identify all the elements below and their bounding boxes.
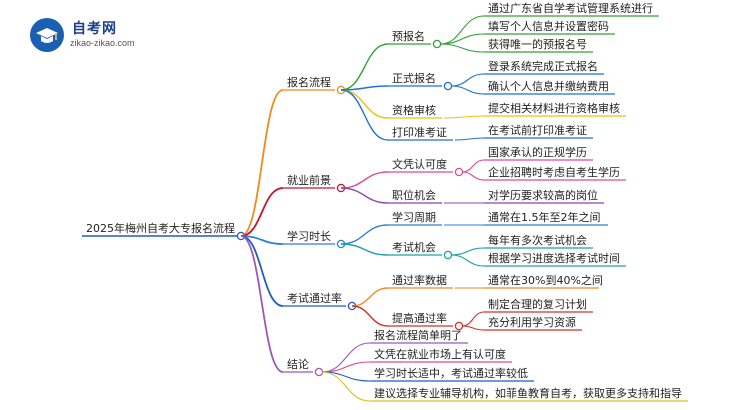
subtopic-3-0: 通过率数据 [392, 273, 447, 287]
leaf-connector-3-1-0 [461, 311, 485, 327]
branch-0: 报名流程 [287, 75, 331, 89]
leaf-connector-1-0-0 [461, 159, 485, 173]
leaf-3-1-0: 制定合理的复习计划 [488, 297, 587, 311]
leaf-connector-0-1-0 [450, 73, 485, 87]
subtopic-2-1: 考试机会 [392, 240, 436, 254]
branch-connector-4 [240, 235, 284, 373]
leaf-2-1-1: 根据学习进度选择考试时间 [488, 251, 620, 265]
subtopic-0-2: 资格审核 [392, 103, 436, 117]
conclusion-leaf-1: 文凭在就业市场上有认可度 [374, 347, 506, 361]
leaf-1-1-0: 对学历要求较高的岗位 [488, 188, 598, 202]
conclusion-leaf-3: 建议选择专业辅导机构，如菲鱼教育自考，获取更多支持和指导 [374, 386, 682, 400]
conclusion-connector-0 [321, 342, 371, 373]
leaf-0-2-0: 提交相关材料进行资格审核 [488, 101, 620, 115]
subtopic-dot-1-0 [454, 167, 464, 177]
conclusion-connector-3 [321, 371, 371, 402]
leaf-connector-0-3-0 [454, 137, 485, 141]
subtopic-dot-0-1 [443, 81, 453, 91]
leaf-0-0-0: 通过广东省自学考试管理系统进行 [488, 1, 653, 15]
leaf-0-1-1: 确认个人信息并缴纳费用 [488, 79, 609, 93]
logo-title: 自考网 [72, 20, 117, 36]
leaf-3-0-0: 通常在30%到40%之间 [488, 273, 603, 287]
branch-connector-1 [240, 187, 284, 237]
subtopic-0-1: 正式报名 [392, 71, 436, 85]
branch-2: 学习时长 [287, 229, 331, 243]
branch-connector-0 [240, 89, 284, 237]
leaf-connector-3-1-1 [461, 325, 485, 331]
leaf-1-0-0: 国家承认的正规学历 [488, 145, 587, 159]
sub-connector-0-0 [340, 43, 389, 91]
leaf-connector-1-0-1 [461, 171, 485, 181]
sub-connector-2-1 [340, 243, 389, 256]
subtopic-1-1: 职位机会 [392, 188, 436, 202]
subtopic-1-0: 文凭认可度 [392, 157, 447, 171]
leaf-2-1-0: 每年有多次考试机会 [488, 233, 587, 247]
subtopic-dot-0-0 [432, 39, 442, 49]
subtopic-2-0: 学习周期 [392, 210, 436, 224]
branch-3: 考试通过率 [287, 291, 342, 305]
sub-connector-1-0 [340, 171, 389, 189]
logo-url: zikao-zikao.com [70, 38, 135, 48]
branch-connector-3 [240, 235, 284, 307]
leaf-1-0-1: 企业招聘时考虑自考生学历 [488, 165, 620, 179]
branch-1: 就业前景 [287, 173, 331, 187]
leaf-0-3-0: 在考试前打印准考证 [488, 123, 587, 137]
leaf-0-0-1: 填写个人信息并设置密码 [488, 19, 609, 33]
branch-4: 结论 [287, 357, 309, 371]
subtopic-dot-2-1 [443, 250, 453, 260]
leaf-connector-0-1-1 [450, 85, 485, 95]
branch-dot-4 [314, 367, 324, 377]
graduation-cap-icon [30, 18, 64, 52]
subtopic-0-0: 预报名 [392, 29, 425, 43]
branch-connector-2 [240, 235, 284, 245]
conclusion-leaf-2: 学习时长适中，考试通过率较低 [374, 366, 528, 380]
leaf-connector-2-1-1 [450, 254, 485, 267]
sub-connector-2-0 [340, 224, 389, 245]
root-topic: 2025年梅州自考大专报名流程 [86, 221, 235, 235]
leaf-2-0-0: 通常在1.5年至2年之间 [488, 210, 601, 224]
conclusion-leaf-0: 报名流程简单明了 [374, 328, 462, 342]
leaf-0-0-2: 获得唯一的预报名号 [488, 37, 587, 51]
sub-connector-3-1 [351, 305, 389, 327]
site-logo[interactable]: 自考网 zikao-zikao.com [30, 16, 190, 56]
leaf-0-1-0: 登录系统完成正式报名 [488, 59, 598, 73]
sub-connector-1-1 [340, 187, 389, 204]
sub-connector-3-0 [351, 287, 389, 307]
subtopic-3-1: 提高通过率 [392, 311, 447, 325]
leaf-connector-0-0-0 [439, 15, 485, 45]
leaf-connector-2-1-0 [450, 247, 485, 256]
leaf-connector-0-0-2 [439, 43, 485, 53]
leaf-connector-0-2-0 [443, 115, 485, 119]
subtopic-0-3: 打印准考证 [392, 125, 447, 139]
leaf-3-1-1: 充分利用学习资源 [488, 315, 576, 329]
sub-connector-0-3 [340, 89, 389, 141]
